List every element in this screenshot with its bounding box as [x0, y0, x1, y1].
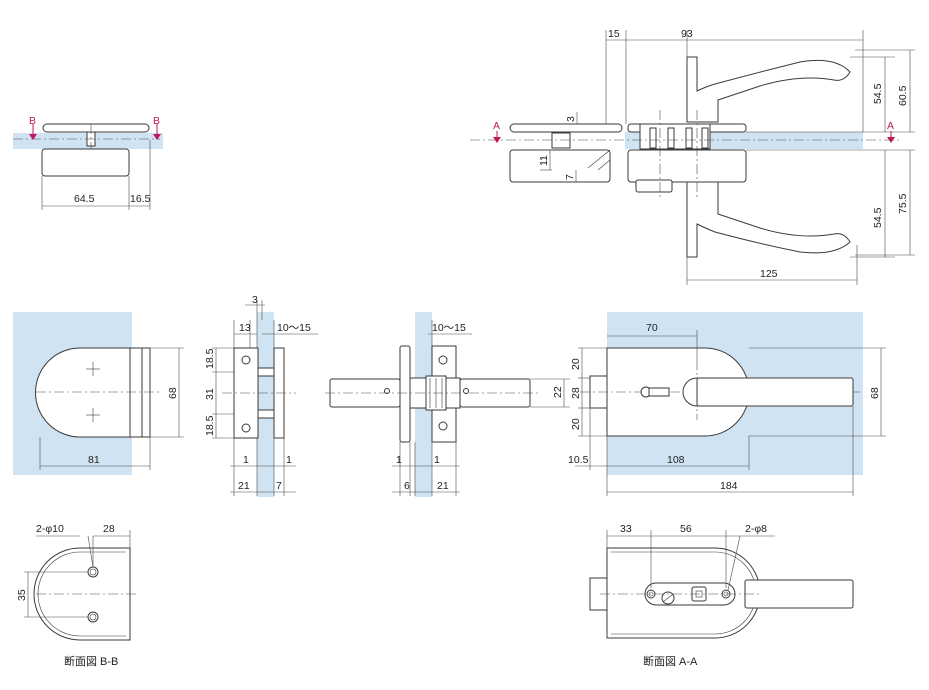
side-view-left: 3 13 10～15 18.5 31 18.5 1 1 21 7 — [204, 294, 318, 497]
screw-hole-bottom — [86, 408, 100, 422]
dim-28: 28 — [103, 523, 115, 535]
handle-lever — [696, 377, 854, 407]
caption-section-b-b: 断面図 B-B — [64, 654, 118, 668]
dim-54-5-bottom: 54.5 — [872, 207, 884, 228]
dim-holes: 2-φ8 — [745, 523, 767, 535]
dim-1-left: 1 — [243, 454, 249, 466]
dim-31: 31 — [204, 388, 216, 400]
lever-stub — [744, 579, 854, 609]
lock-body — [509, 149, 611, 183]
caption-section-a-a: 断面図 A-A — [643, 654, 698, 668]
dim-6: 6 — [404, 480, 410, 492]
dim-75-5: 75.5 — [897, 193, 909, 214]
dim-93: 93 — [681, 28, 693, 40]
dim-1-right: 1 — [434, 454, 440, 466]
dim-56: 56 — [680, 523, 692, 535]
dim-1-left: 1 — [396, 454, 402, 466]
dim-125: 125 — [760, 268, 778, 280]
front-view-right: 70 20 28 20 68 10.5 108 184 — [568, 312, 886, 496]
svg-text:B: B — [153, 115, 160, 127]
dim-1-right: 1 — [286, 454, 292, 466]
dim-10-15: 10～15 — [277, 322, 311, 334]
dim-35: 35 — [16, 589, 28, 601]
dim-holes: 2-φ10 — [36, 523, 64, 535]
section-a-a: 33 56 2-φ8 断面図 A-A — [589, 523, 854, 668]
dim-70: 70 — [646, 322, 658, 334]
dim-18-5-bottom: 18.5 — [204, 415, 216, 436]
lever-bottom — [686, 181, 851, 258]
dim-54-5-top: 54.5 — [872, 83, 884, 104]
dim-33: 33 — [620, 523, 632, 535]
top-left-view: 64.5 16.5 B B — [13, 115, 163, 210]
glass-panel — [257, 312, 274, 497]
dim-21: 21 — [238, 480, 250, 492]
lower-plate — [627, 149, 747, 183]
svg-text:A: A — [887, 120, 894, 132]
dim-10-15: 10～15 — [432, 322, 466, 334]
dim-13: 13 — [239, 322, 251, 334]
screw-hole-top — [86, 362, 100, 376]
dim-3: 3 — [565, 116, 577, 122]
cover-plate — [42, 123, 150, 133]
dim-3: 3 — [252, 294, 258, 306]
screw-bottom — [241, 423, 251, 433]
dim-81: 81 — [88, 454, 100, 466]
body-block — [41, 148, 130, 177]
side-view-right: 10～15 22 1 1 6 21 — [325, 312, 570, 497]
cover-plate — [509, 123, 623, 133]
dim-68: 68 — [167, 387, 179, 399]
svg-text:B: B — [29, 115, 36, 127]
dim-28: 28 — [570, 387, 582, 399]
dim-108: 108 — [667, 454, 685, 466]
dim-7: 7 — [276, 480, 282, 492]
dim-16-5: 16.5 — [130, 193, 151, 205]
escutcheon-left — [399, 345, 411, 443]
dim-10-5: 10.5 — [568, 454, 589, 466]
section-mark-a-left: A — [493, 120, 501, 143]
section-mark-b-right: B — [153, 115, 161, 140]
top-right-view: 15 93 54.5 60.5 54.5 75.5 125 3 11 7 A — [470, 28, 915, 285]
dim-7: 7 — [564, 174, 576, 180]
dim-22: 22 — [552, 386, 564, 398]
dim-11: 11 — [538, 155, 550, 166]
lever-top — [686, 56, 851, 123]
dim-68: 68 — [869, 387, 881, 399]
dim-18-5-top: 18.5 — [204, 348, 216, 369]
dim-20-bottom: 20 — [570, 418, 582, 430]
dim-184: 184 — [720, 480, 738, 492]
dim-64-5: 64.5 — [74, 193, 95, 205]
section-b-b: 2-φ10 28 35 断面図 B-B — [16, 523, 138, 668]
svg-text:A: A — [493, 120, 500, 132]
body-outline — [35, 347, 151, 438]
section-mark-a-right: A — [887, 120, 895, 143]
spindle-bolt — [649, 127, 657, 149]
middle-left-view: 68 81 — [13, 312, 184, 475]
dim-60-5: 60.5 — [897, 85, 909, 106]
dim-20-top: 20 — [570, 358, 582, 370]
dim-21: 21 — [437, 480, 449, 492]
section-mark-b-left: B — [29, 115, 37, 140]
screw-top — [241, 355, 251, 365]
dim-15: 15 — [608, 28, 620, 40]
